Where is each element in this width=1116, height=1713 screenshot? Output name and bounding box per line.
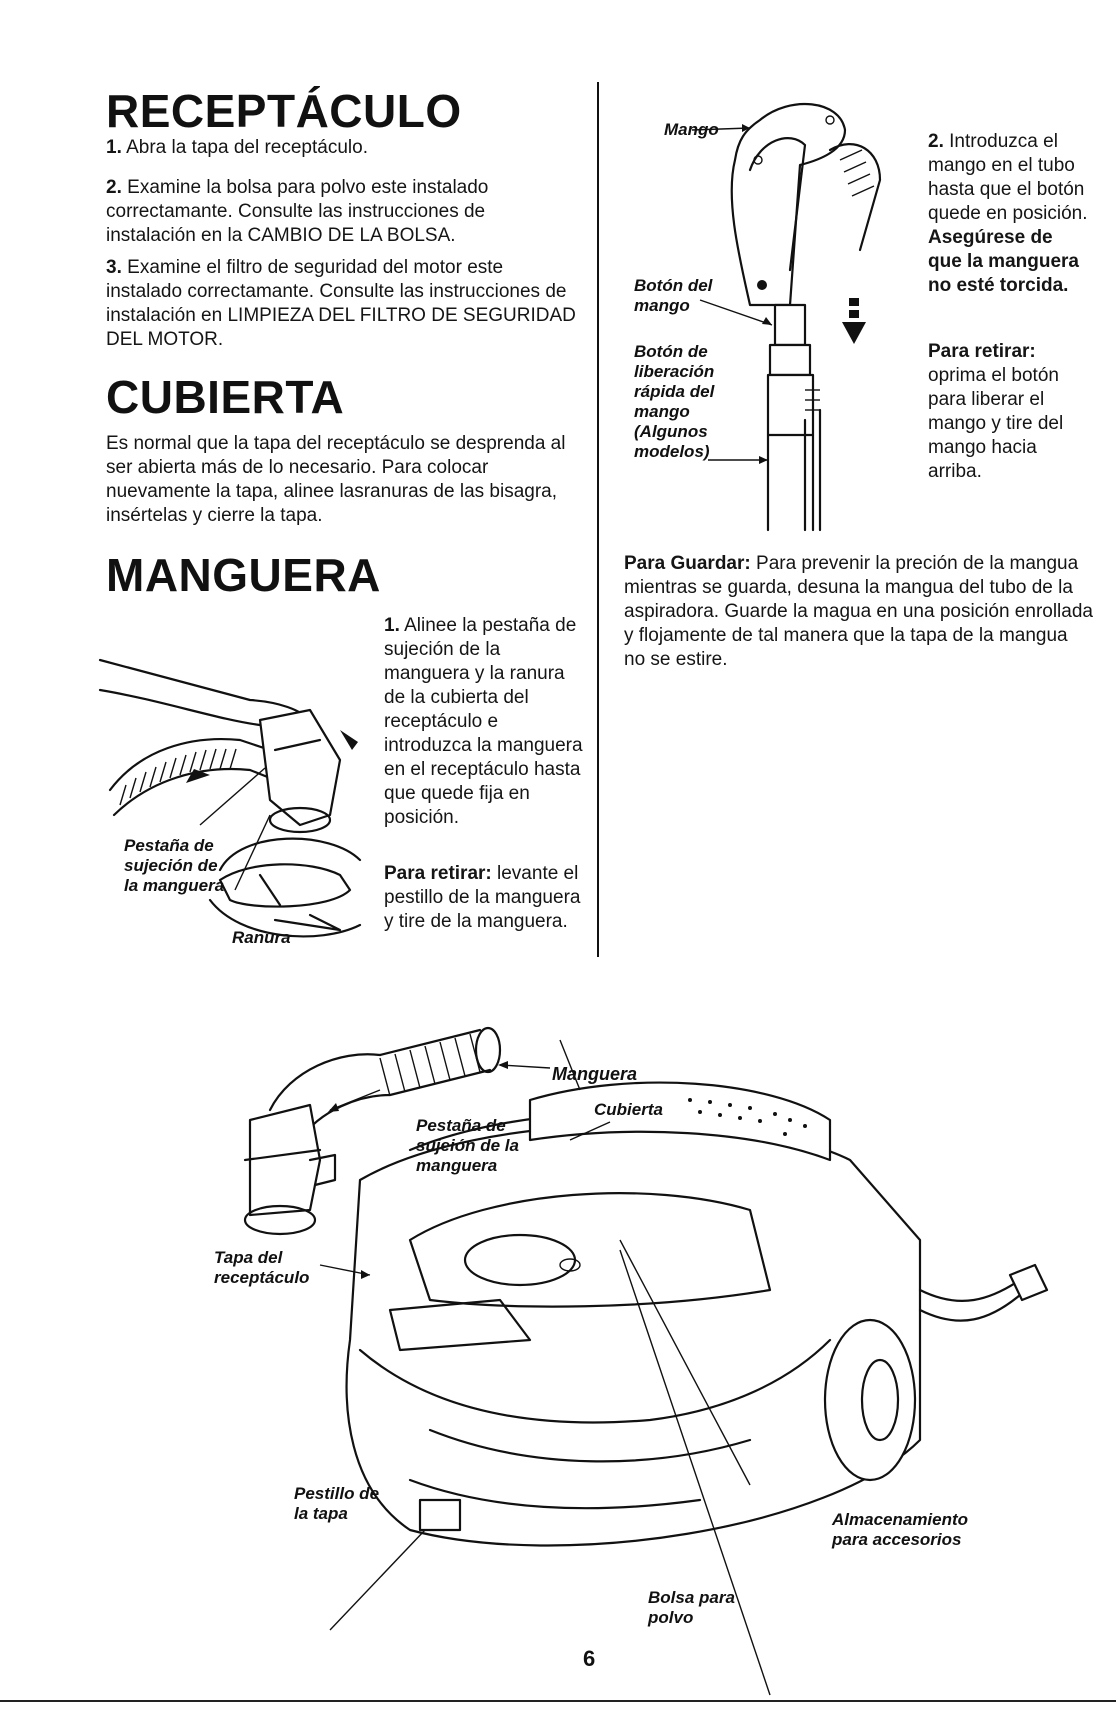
cubierta-text: Es normal que la tapa del receptáculo se…	[106, 433, 566, 526]
label-cover: Cubierta	[594, 1100, 663, 1119]
handle-illustration	[691, 102, 882, 532]
label-hose-tab: Pestaña de sujeción de la manguera	[124, 836, 225, 895]
heading-receptaculo: RECEPTÁCULO	[106, 85, 462, 137]
vacuum-diagram	[243, 1026, 1049, 1696]
label-hose: Manguera	[552, 1064, 638, 1084]
heading-manguera: MANGUERA	[106, 549, 381, 601]
label-dust-bag: Bolsa para polvo	[648, 1588, 735, 1627]
manguera-step-1: 1. Alinee la pestaña de sujeción de la m…	[384, 615, 583, 828]
receptaculo-step-2: 2. Examine la bolsa para polvo este inst…	[106, 177, 489, 246]
label-accessory-storage: Almacenamiento para accesorios	[832, 1510, 969, 1549]
page-number: 6	[583, 1646, 596, 1671]
label-receptacle-lid: Tapa del receptáculo	[214, 1248, 310, 1287]
label-lid-latch: Pestillo de la tapa	[294, 1484, 380, 1523]
heading-cubierta: CUBIERTA	[106, 371, 345, 423]
manguera-remove-instructions: Para retirar: levante el pestillo de la …	[384, 863, 581, 932]
label-handle: Mango	[664, 120, 719, 139]
label-hose-tab-diagram: Pestaña de sujeión de la manguera	[416, 1116, 519, 1175]
mango-remove-instructions: Para retirar: oprima el botón para liber…	[928, 341, 1064, 482]
receptaculo-step-1: 1. Abra la tapa del receptáculo.	[106, 137, 368, 158]
mango-step-2: 2. Introduzca el mango en el tubo hasta …	[928, 131, 1088, 296]
hose-insertion-illustration	[98, 658, 362, 938]
label-slot: Ranura	[232, 928, 291, 947]
column-divider	[597, 82, 599, 957]
receptaculo-step-3: 3. Examine el filtro de seguridad del mo…	[106, 257, 576, 350]
label-handle-button: Botón del mango	[634, 276, 713, 315]
bottom-rule	[0, 1700, 1116, 1702]
storage-instructions: Para Guardar: Para prevenir la preción d…	[624, 553, 1093, 670]
label-release-button: Botón de liberación rápida del mango (Al…	[634, 342, 715, 461]
